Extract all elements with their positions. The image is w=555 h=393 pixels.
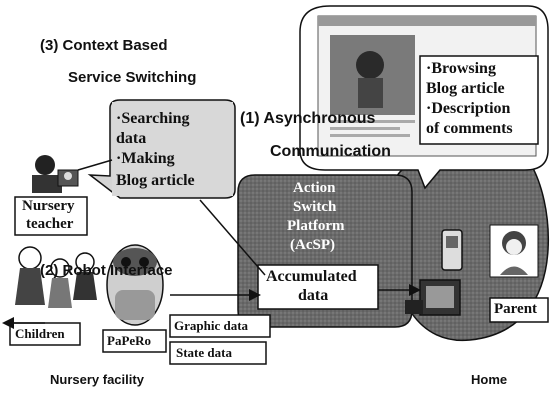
- nursery-teacher-label-line1: Nursery: [22, 198, 75, 214]
- phone-icon: [441, 229, 463, 271]
- robot-interface-heading: (2) Robot Interface: [40, 262, 173, 279]
- accumulated-data-box: [257, 264, 379, 310]
- home-label: Home: [471, 372, 508, 387]
- robot-icon: [106, 244, 164, 326]
- home-box: [419, 55, 539, 145]
- blog-screenshot: [317, 15, 537, 157]
- platform-line2: Switch: [293, 199, 337, 215]
- home-box-line2: Blog article: [426, 80, 505, 97]
- children-label: Children: [15, 326, 65, 341]
- graphic-data-label: Graphic data: [174, 318, 249, 333]
- robot-label: PaPeRo: [107, 333, 152, 348]
- teacher-to-bubble-line: [77, 159, 113, 171]
- nursery-box-line3: ·Making: [116, 150, 175, 167]
- platform-line4: (AcSP): [290, 237, 335, 253]
- parent-icon: [489, 224, 539, 278]
- state-data-box: [169, 341, 267, 365]
- television-icon: [405, 279, 461, 316]
- nursery-teacher-label-line2: teacher: [26, 216, 74, 232]
- nursery-box-line4: Blog article: [116, 172, 195, 189]
- nursery-teacher-box: [14, 196, 88, 236]
- state-data-label: State data: [176, 345, 232, 360]
- parent-label: Parent: [494, 301, 538, 317]
- async-heading-line2: Communication: [270, 143, 391, 160]
- children-icon: [15, 246, 97, 308]
- bubble-to-platform-line: [199, 199, 266, 276]
- platform-line3: Platform: [287, 218, 345, 234]
- context-heading-line1: (3) Context Based: [40, 37, 168, 54]
- nursery-facility-label: Nursery facility: [50, 372, 144, 387]
- nursery-box-line2: data: [116, 130, 147, 147]
- platform-line1: Action: [293, 180, 336, 196]
- home-box-line3: ·Description: [426, 100, 511, 117]
- graphic-data-box: [169, 314, 271, 338]
- context-heading-line2: Service Switching: [68, 69, 197, 86]
- async-heading-line1: (1) Asynchronous: [240, 110, 376, 127]
- parent-box: [489, 297, 549, 323]
- home-box-line1: ·Browsing: [426, 60, 496, 77]
- nursery-teacher-icon: [25, 155, 80, 193]
- robot-box: [102, 329, 167, 353]
- accumulated-data-line2: data: [298, 287, 329, 304]
- accumulated-data-line1: Accumulated: [266, 268, 357, 285]
- home-box-line4: of comments: [426, 120, 513, 137]
- nursery-box-line1: ·Searching: [116, 110, 190, 127]
